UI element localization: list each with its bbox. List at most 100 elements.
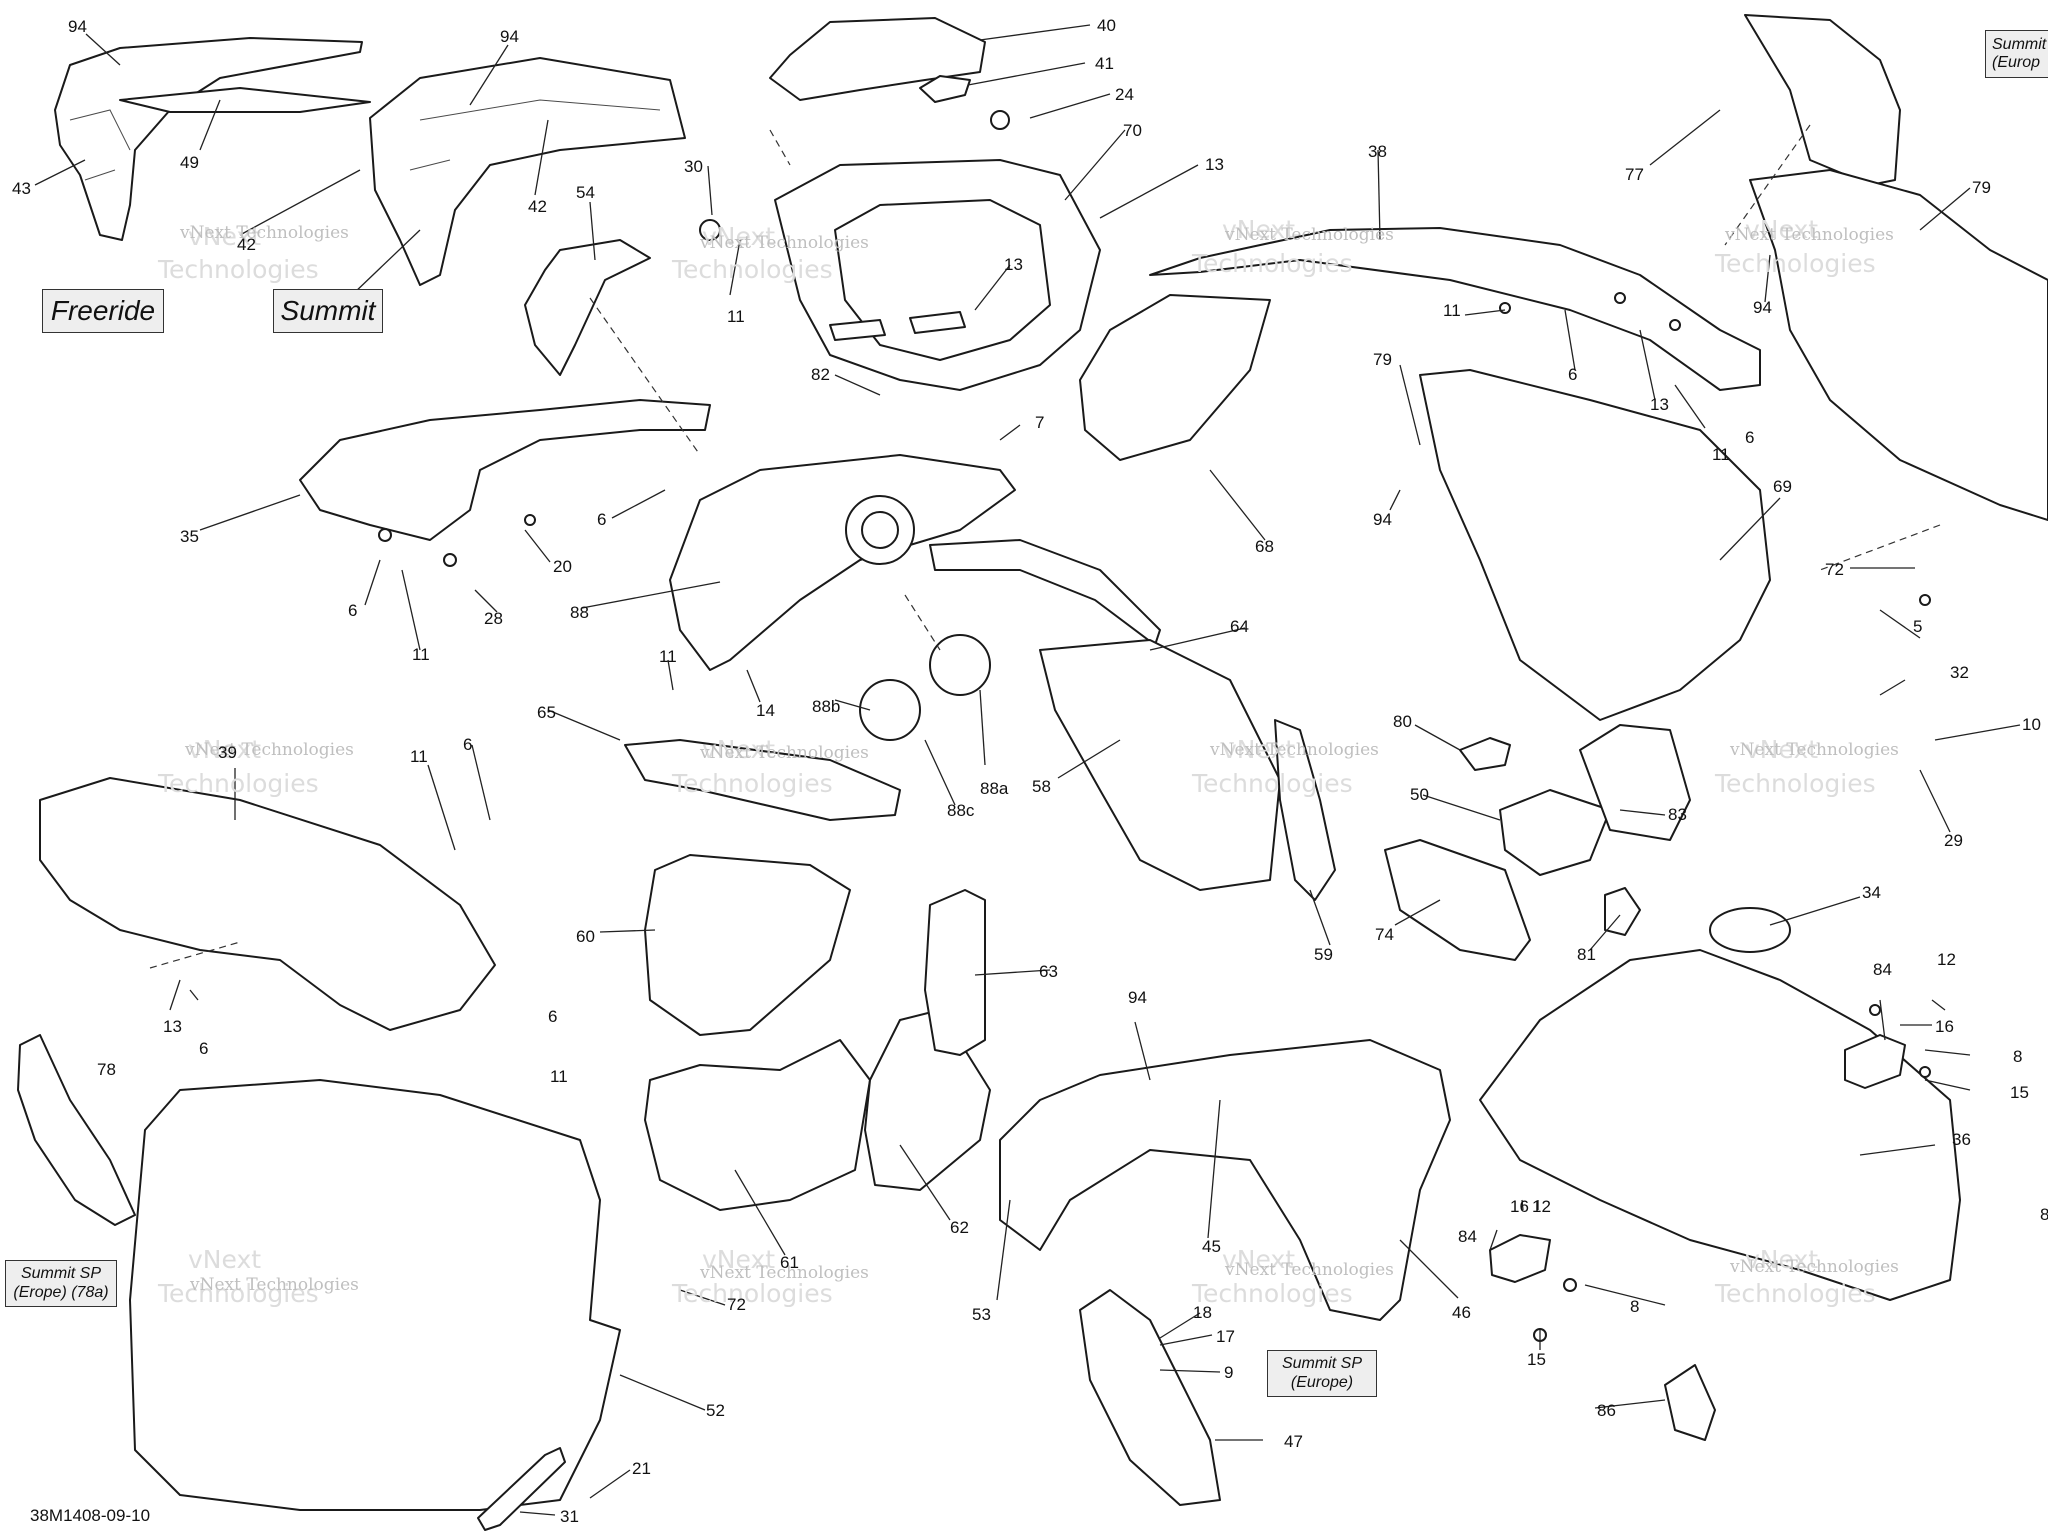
part-82-strip-b (909, 311, 966, 334)
callout-11: 11 (1712, 445, 1730, 464)
callout-63: 63 (1039, 962, 1058, 981)
callout-21: 21 (632, 1459, 651, 1478)
callout-80: 80 (1393, 712, 1412, 731)
part-81-clip (1604, 887, 1641, 936)
callout-20: 20 (553, 557, 572, 576)
variant-tag-label-line1: Summit SP (1281, 1355, 1362, 1373)
callout-50: 50 (1410, 785, 1429, 804)
callout-7: 7 (1035, 413, 1044, 432)
part-summit-side-panel (369, 57, 686, 286)
fastener-markers (378, 110, 1931, 1342)
part-35-dash-trim (299, 399, 711, 541)
variant-tag-label-line2: (Erope) (78a) (13, 1283, 109, 1301)
callout-38: 38 (1368, 142, 1387, 161)
watermark: vNext Technologies (1209, 740, 1379, 760)
callout-30: 30 (684, 157, 703, 176)
callout-13: 13 (1004, 255, 1023, 274)
callout-62: 62 (950, 1218, 969, 1237)
watermark-big: vNext (702, 735, 775, 764)
callout-15: 15 (1527, 1350, 1546, 1369)
callout-11: 11 (412, 645, 430, 664)
callout-6: 6 (1745, 428, 1754, 447)
watermark-big: Technologies (1191, 1279, 1353, 1308)
callout-94: 94 (68, 17, 87, 36)
watermark: vNext Technologies (699, 1263, 869, 1283)
callout-12: 12 (1937, 950, 1956, 969)
callout-10: 10 (2022, 715, 2041, 734)
callout-5: 5 (1913, 617, 1922, 636)
callout-32: 32 (1950, 663, 1969, 682)
callout-88b: 88b (812, 697, 840, 716)
watermark-big: vNext (702, 222, 775, 251)
callout-72: 72 (727, 1295, 746, 1314)
part-84-switch-a (1844, 1034, 1906, 1089)
callout-16: 16 (1935, 1017, 1954, 1036)
part-40-cover (769, 17, 986, 101)
watermark-big: vNext (1222, 215, 1295, 244)
part-88-headlight (669, 454, 1016, 671)
callout-52: 52 (706, 1401, 725, 1420)
watermark: vNext Technologies (179, 223, 349, 243)
part-39-side-panel (39, 777, 496, 1031)
part-65-strip (624, 739, 901, 821)
callout-34: 34 (1862, 883, 1881, 902)
callout-35: 35 (180, 527, 199, 546)
watermark-big: Technologies (1714, 769, 1876, 798)
variant-tag-label: Summit (280, 295, 376, 326)
callout-41: 41 (1095, 54, 1114, 73)
part-68-inner-housing (1079, 294, 1271, 461)
callout-numbers: 94 49 43 94 42 42 54 30 11 40 41 24 70 1… (12, 16, 2048, 1526)
part-45-front-trim (999, 1039, 1451, 1321)
part-52-lower-panel (129, 1079, 621, 1511)
callout-6: 6 (463, 735, 472, 754)
callout-47: 47 (1284, 1432, 1303, 1451)
watermark: vNext Technologies (699, 233, 869, 253)
callout-78: 78 (97, 1060, 116, 1079)
callout-54: 54 (576, 183, 595, 202)
callout-84: 84 (1458, 1227, 1477, 1246)
callout-8: 8 (2040, 1205, 2048, 1224)
callout-6: 6 (348, 601, 357, 620)
watermark-big: vNext (1222, 1245, 1295, 1274)
callout-69: 69 (1773, 477, 1792, 496)
callout-39: 39 (218, 743, 237, 762)
callout-11: 11 (1443, 301, 1461, 320)
watermark-big: vNext (188, 735, 261, 764)
callout-40: 40 (1097, 16, 1116, 35)
callout-58: 58 (1032, 777, 1051, 796)
callout-11: 11 (659, 647, 677, 666)
callout-46: 46 (1452, 1303, 1471, 1322)
callout-14: 14 (756, 701, 775, 720)
part-88c-ring (859, 679, 921, 741)
callout-8: 8 (2013, 1047, 2022, 1066)
callout-94: 94 (1753, 298, 1772, 317)
callout-16: 16 (1510, 1197, 1529, 1216)
part-50-bracket (1499, 789, 1611, 876)
callout-29: 29 (1944, 831, 1963, 850)
callout-18: 18 (1193, 1303, 1212, 1322)
callout-42: 42 (528, 197, 547, 216)
part-86-plate (1664, 1364, 1716, 1441)
callout-79: 79 (1373, 350, 1392, 369)
callout-6: 6 (597, 510, 606, 529)
callout-79: 79 (1972, 178, 1991, 197)
callout-81: 81 (1577, 945, 1596, 964)
watermark-big: vNext (1745, 1245, 1818, 1274)
callout-12: 12 (1532, 1197, 1551, 1216)
callout-70: 70 (1123, 121, 1142, 140)
callout-24: 24 (1115, 85, 1134, 104)
variant-tag-label: Freeride (50, 295, 156, 326)
watermark-big: vNext (702, 1245, 775, 1274)
variant-tag-label-line2: (Europ (1992, 54, 2041, 71)
watermark: vNext Technologies (699, 743, 869, 763)
variant-tag-summit: Summit (273, 289, 383, 333)
variant-tag-freeride: Freeride (42, 289, 164, 333)
callout-84: 84 (1873, 960, 1892, 979)
variant-tag-label-line1: Summit SP (20, 1265, 101, 1283)
watermark: vNext Technologies (1224, 225, 1394, 245)
watermark: vNext Technologies (1224, 1260, 1394, 1280)
part-63-panel (924, 889, 986, 1056)
callout-6: 6 (1568, 365, 1577, 384)
watermark-big: Technologies (671, 1279, 833, 1308)
